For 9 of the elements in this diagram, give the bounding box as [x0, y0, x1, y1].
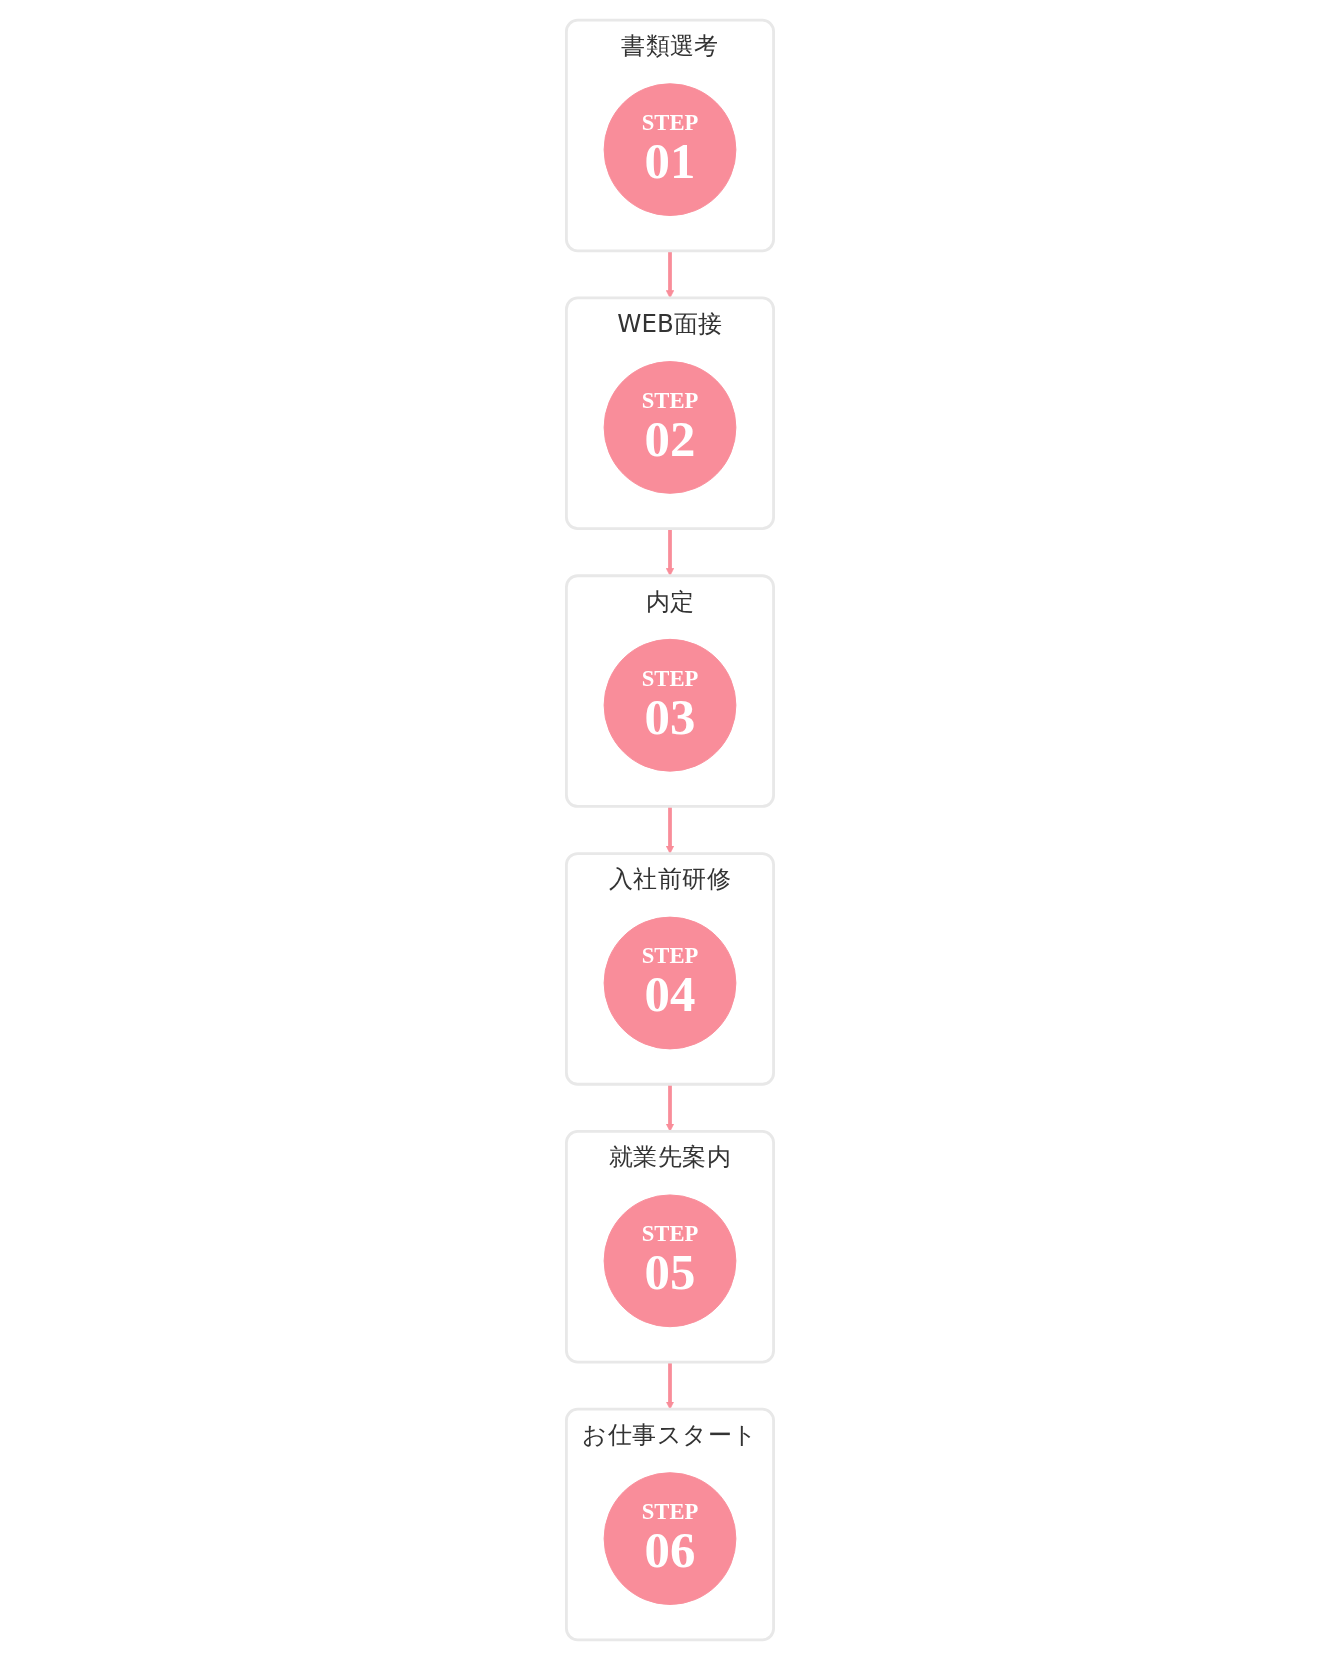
node-circle: STEP 06 [603, 1472, 737, 1605]
node-circle: STEP 02 [603, 361, 737, 494]
node-circle: STEP 01 [603, 83, 737, 217]
arrow [665, 1362, 675, 1410]
node-circle: STEP 05 [603, 1194, 737, 1328]
arrow [665, 806, 675, 854]
node-circle: STEP 03 [603, 638, 737, 772]
node-circle: STEP 04 [603, 916, 737, 1050]
arrow [665, 1084, 675, 1132]
